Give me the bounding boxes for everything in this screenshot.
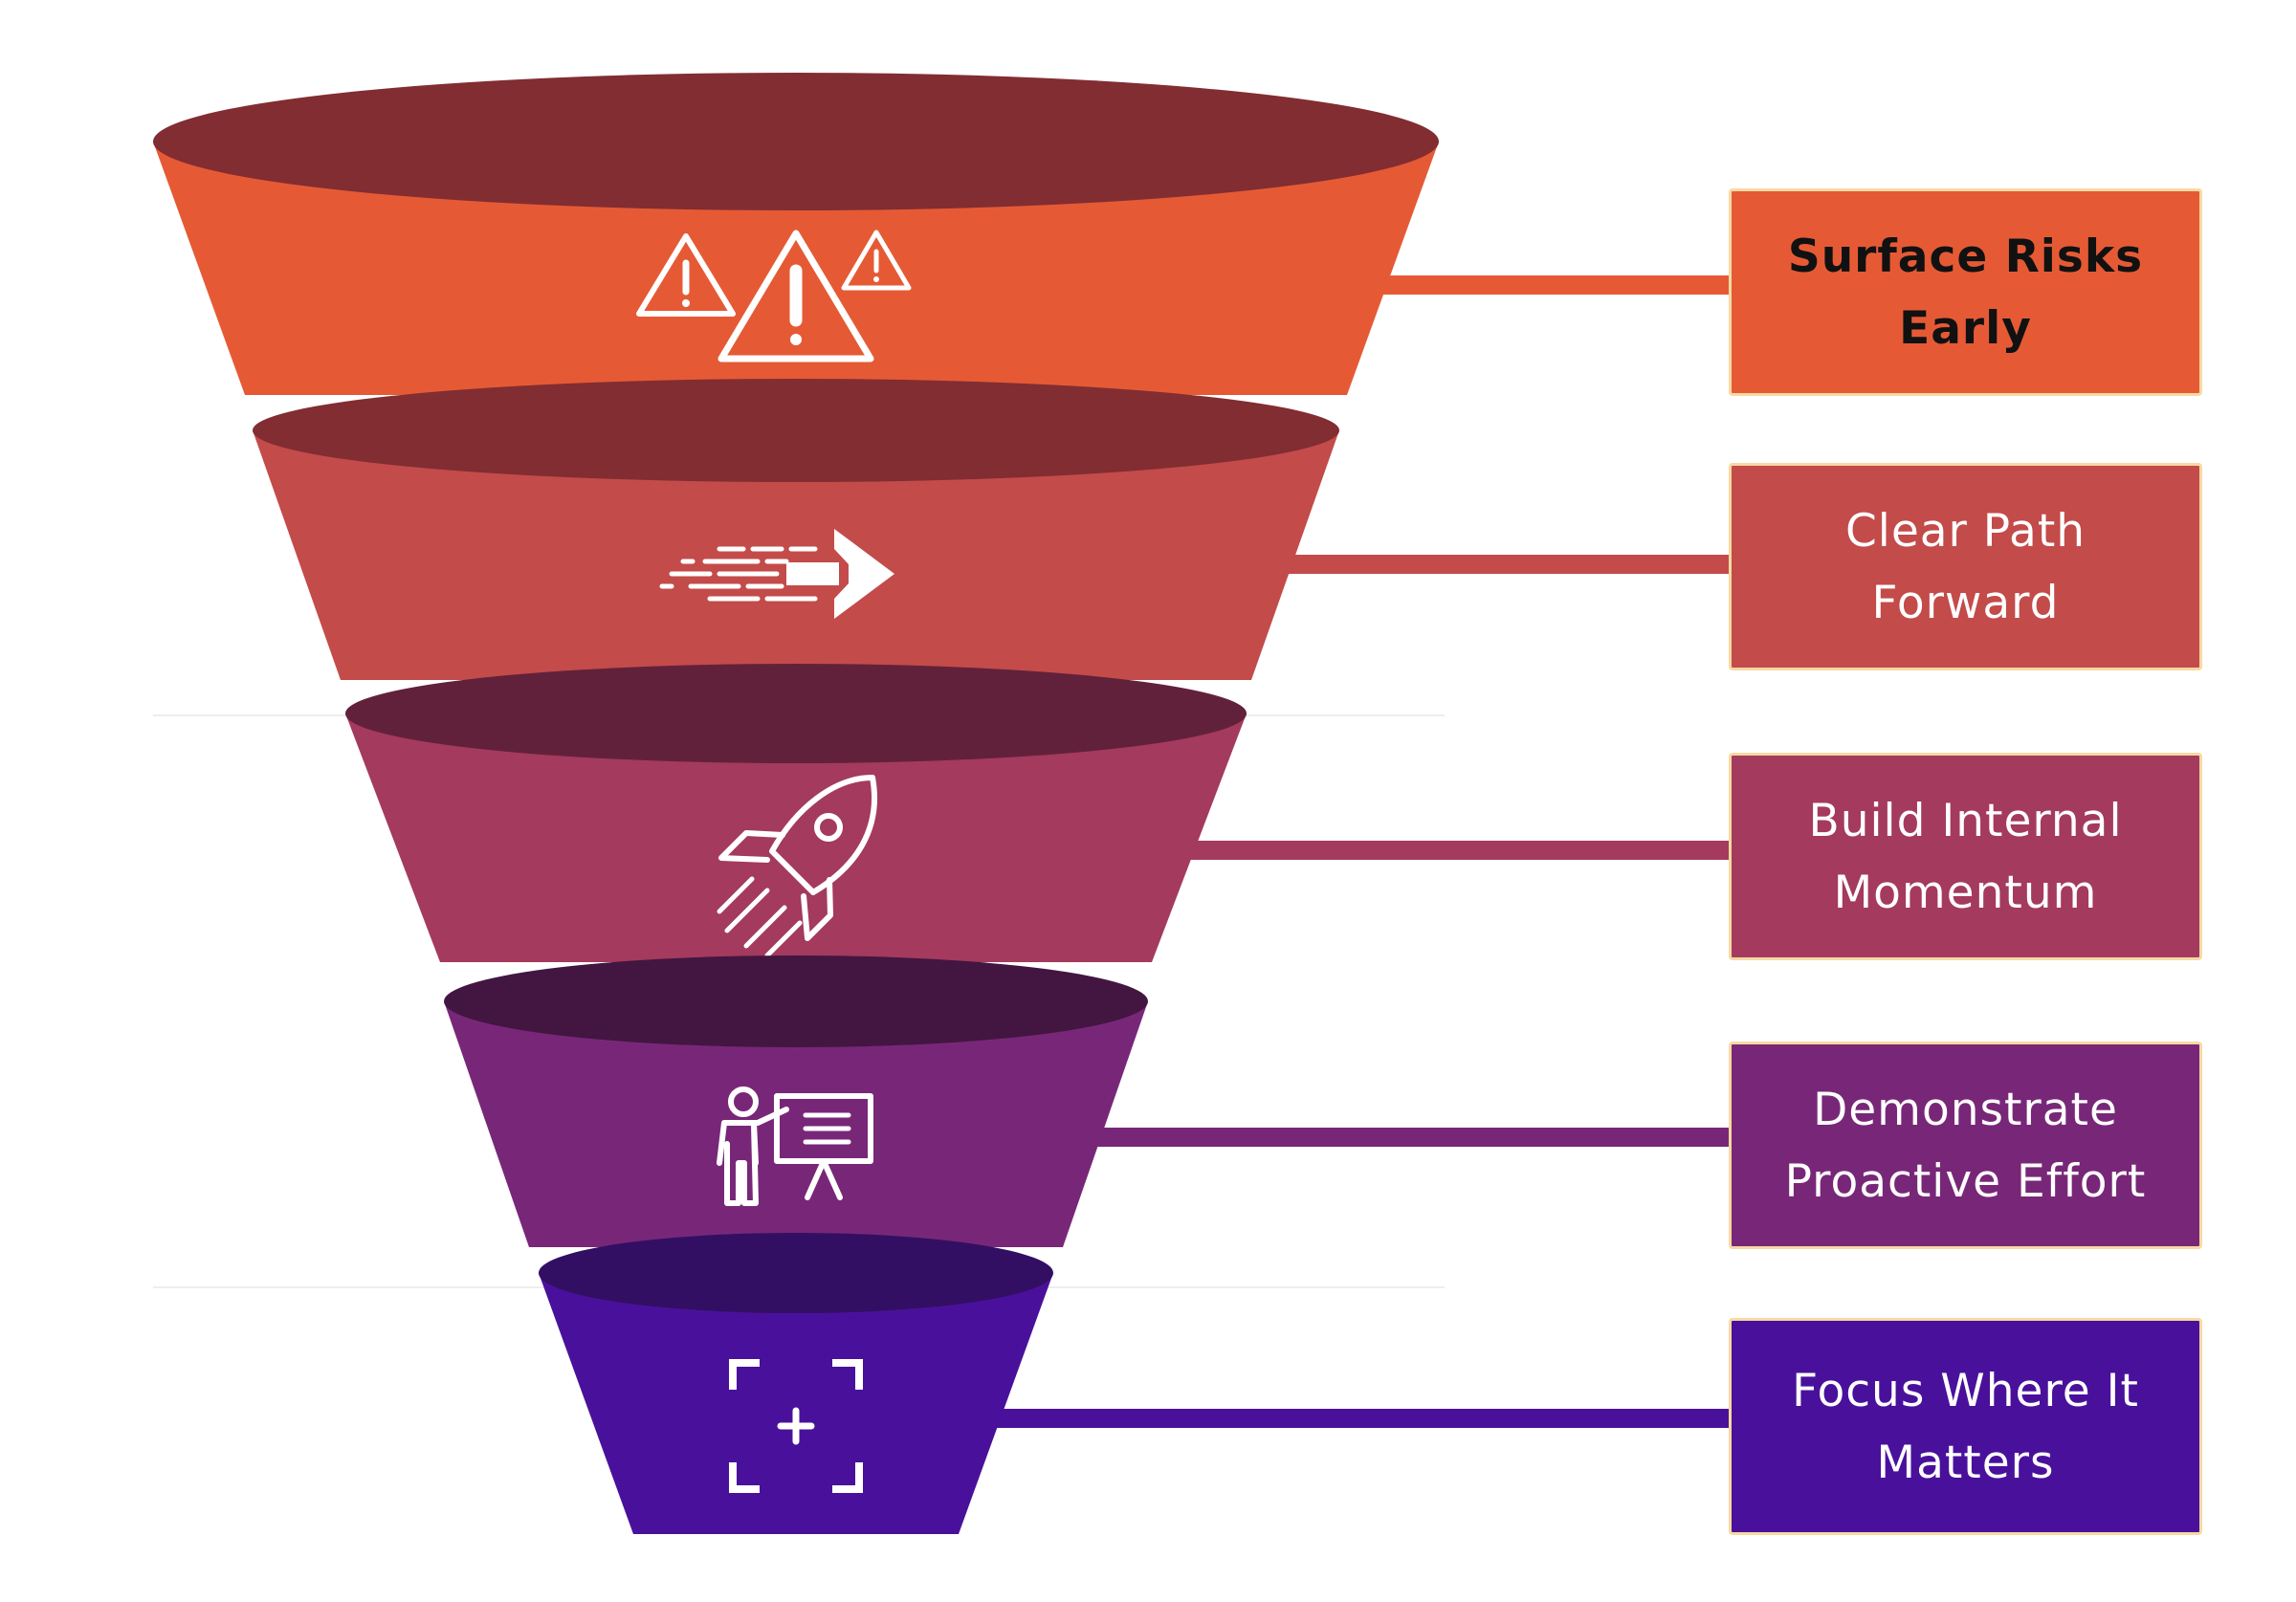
funnel-rim: [539, 1233, 1053, 1313]
funnel-rim: [153, 73, 1439, 210]
funnel-stage-5: [539, 1233, 1730, 1534]
presenter-board-icon: [717, 1086, 873, 1206]
rocket-icon: [717, 775, 877, 958]
stage-label-5: Focus Where It Matters: [1792, 1364, 2139, 1489]
stage-label-box-1: Surface Risks Early: [1729, 188, 2202, 396]
funnel-body: [444, 1001, 1148, 1247]
funnel-stage-3: [345, 664, 1730, 962]
funnel-body: [539, 1273, 1053, 1534]
stage-label-box-3: Build Internal Momentum: [1729, 753, 2202, 960]
funnel-stage-2: [253, 379, 1730, 680]
focus-target-icon: [729, 1359, 863, 1493]
stage-label-box-4: Demonstrate Proactive Effort: [1729, 1042, 2202, 1249]
funnel-rim: [444, 955, 1148, 1047]
stage-label-box-2: Clear Path Forward: [1729, 463, 2202, 670]
connector-line: [796, 1409, 1730, 1428]
funnel-stage-1: [153, 73, 1730, 395]
stage-label-1: Surface Risks Early: [1787, 230, 2144, 355]
funnel-body: [253, 430, 1339, 680]
stage-label-box-5: Focus Where It Matters: [1729, 1318, 2202, 1535]
warning-triangles-icon: [636, 230, 912, 362]
speed-arrow-icon: [659, 529, 894, 619]
funnel-stage-4: [444, 955, 1730, 1247]
funnel-rim: [345, 664, 1247, 763]
funnel-body: [345, 713, 1247, 962]
stage-label-2: Clear Path Forward: [1844, 504, 2086, 629]
stage-label-3: Build Internal Momentum: [1808, 794, 2123, 919]
funnel-rim: [253, 379, 1339, 482]
stage-label-4: Demonstrate Proactive Effort: [1784, 1083, 2147, 1208]
